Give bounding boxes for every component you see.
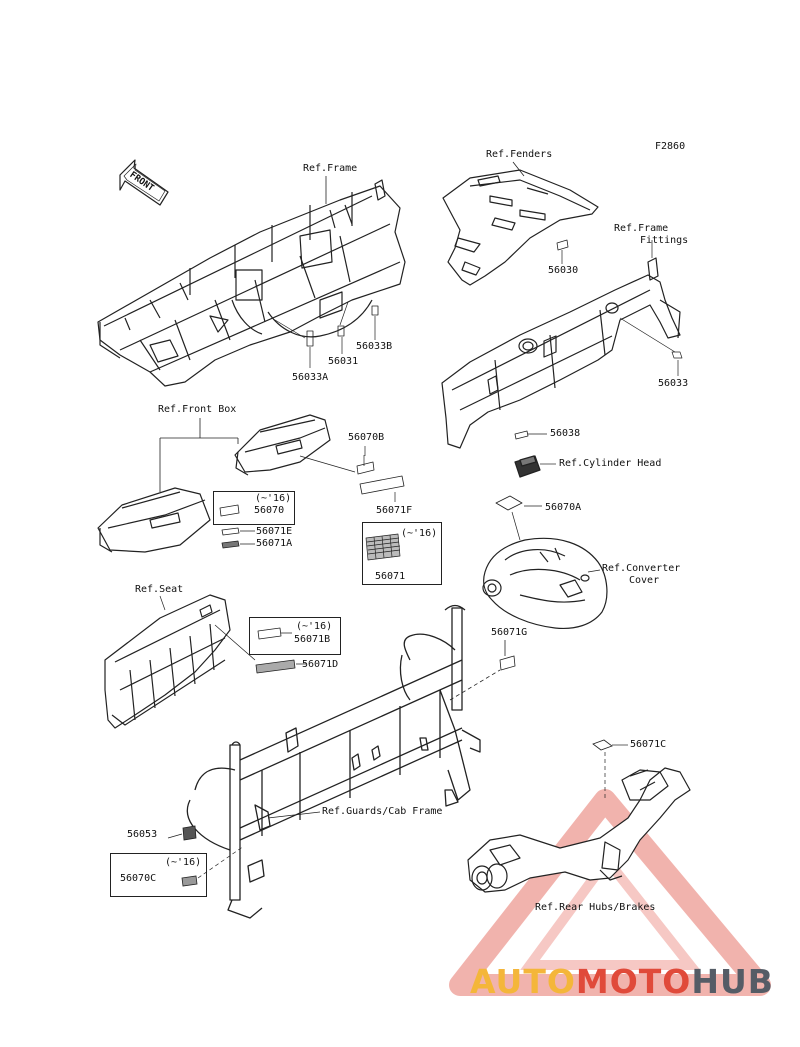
box-56071 — [362, 522, 442, 585]
converter-cover-illustration — [482, 537, 608, 630]
part-56070: 56070 — [254, 505, 285, 516]
box-56070C — [110, 853, 207, 897]
frame-illustration — [97, 179, 406, 387]
guards-cab-frame-illustration — [186, 604, 481, 919]
watermark-part-3: HUB — [691, 962, 774, 1001]
watermark-part-1: AUTO — [470, 962, 576, 1001]
ref-fenders-label: Ref.Fenders — [486, 149, 553, 160]
front-arrow-icon — [119, 159, 169, 206]
part-56071C: 56071C — [630, 739, 667, 750]
part-56071B: 56071B — [294, 634, 331, 645]
part-56071: 56071 — [375, 571, 406, 582]
cylinder-head-illustration — [514, 455, 541, 478]
note-56071: (~'16) — [401, 528, 438, 539]
front-box-lower-illustration — [97, 487, 211, 553]
ref-guards-label: Ref.Guards/Cab Frame — [322, 806, 443, 817]
ref-frame-label: Ref.Frame — [303, 163, 358, 174]
watermark-triangle — [449, 789, 771, 996]
part-56070B: 56070B — [348, 432, 385, 443]
note-56070C: (~'16) — [165, 857, 202, 868]
rear-hubs-brakes-illustration — [467, 767, 691, 893]
part-56033A: 56033A — [292, 372, 329, 383]
figure-code: F2860 — [655, 141, 686, 152]
part-56053: 56053 — [127, 829, 158, 840]
decal-56071-grid — [365, 533, 401, 561]
ref-frame-fittings-label-1: Ref.Frame — [614, 223, 669, 234]
seat-illustration — [104, 594, 231, 729]
part-56033B: 56033B — [356, 341, 393, 352]
watermark-part-2: MOTO — [575, 962, 692, 1001]
ref-converter-label-2: Cover — [629, 575, 660, 586]
part-56071G: 56071G — [491, 627, 528, 638]
part-56033: 56033 — [658, 378, 689, 389]
front-box-upper-illustration — [234, 414, 331, 476]
ref-front-box-label: Ref.Front Box — [158, 404, 237, 415]
part-56070A: 56070A — [545, 502, 582, 513]
note-56070: (~'16) — [255, 493, 292, 504]
part-56071F: 56071F — [376, 505, 413, 516]
ref-frame-fittings-label-2: Fittings — [640, 235, 689, 246]
note-56071B: (~'16) — [296, 621, 333, 632]
part-56071E: 56071E — [256, 526, 293, 537]
part-56038: 56038 — [550, 428, 581, 439]
box-56070 — [213, 491, 295, 525]
watermark-logo: AUTOMOTOHUB — [470, 962, 774, 1001]
ref-converter-label-1: Ref.Converter — [602, 563, 681, 574]
frame-fittings-illustration — [441, 257, 681, 449]
part-56030: 56030 — [548, 265, 579, 276]
part-56071D: 56071D — [302, 659, 339, 670]
ref-seat-label: Ref.Seat — [135, 584, 184, 595]
part-56071A: 56071A — [256, 538, 293, 549]
fenders-illustration — [442, 169, 599, 286]
part-56070C: 56070C — [120, 873, 157, 884]
ref-rear-hubs-label: Ref.Rear Hubs/Brakes — [535, 902, 656, 913]
ref-cylinder-head-label: Ref.Cylinder Head — [559, 458, 662, 469]
part-56031: 56031 — [328, 356, 359, 367]
box-56071B — [249, 617, 341, 655]
